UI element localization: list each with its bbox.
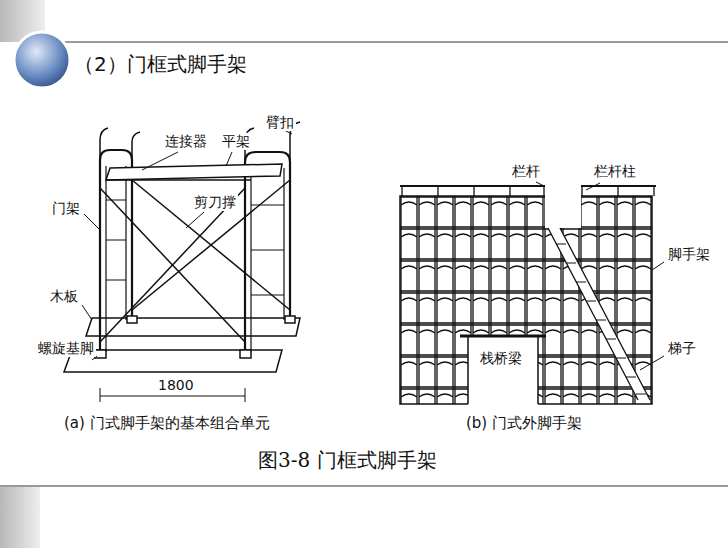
part-label: 门架 bbox=[50, 200, 82, 217]
part-label: 臂扣 bbox=[264, 114, 296, 131]
logo-ball bbox=[14, 32, 70, 88]
header-rule bbox=[40, 41, 728, 43]
door-frame-facade bbox=[400, 182, 664, 405]
dimension-label: 1800 bbox=[156, 377, 196, 394]
part-label: 木板 bbox=[48, 288, 80, 305]
part-label: 剪刀撑 bbox=[192, 194, 238, 211]
part-label: 栈桥梁 bbox=[478, 350, 524, 367]
part-label: 栏杆柱 bbox=[592, 163, 638, 180]
part-label: 螺旋基脚 bbox=[36, 340, 96, 357]
part-label: 平架 bbox=[220, 133, 252, 150]
sub-caption: (b) 门式外脚手架 bbox=[464, 414, 584, 432]
door-frame-unit bbox=[64, 122, 300, 402]
part-label: 脚手架 bbox=[666, 246, 712, 263]
figure-caption: 图3-8 门框式脚手架 bbox=[256, 448, 439, 472]
sub-caption: (a) 门式脚手架的基本组合单元 bbox=[62, 414, 272, 432]
footer-rule bbox=[0, 485, 728, 487]
corner-bar bbox=[0, 486, 40, 548]
part-label: 连接器 bbox=[163, 133, 209, 150]
slide-title: （2）门框式脚手架 bbox=[72, 52, 249, 76]
part-label: 栏杆 bbox=[510, 163, 542, 180]
part-label: 梯子 bbox=[666, 340, 698, 357]
